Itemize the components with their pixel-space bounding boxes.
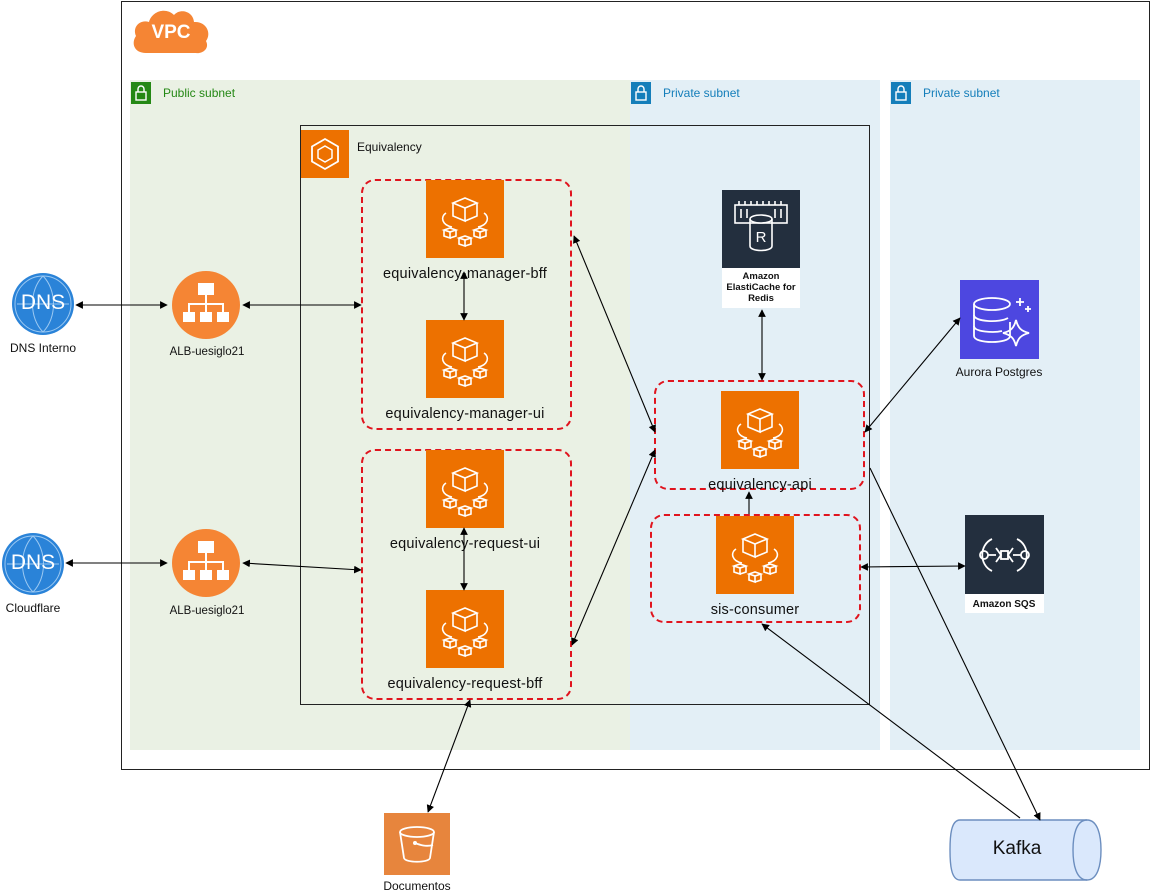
redis-label-line1: Amazon (742, 271, 780, 282)
sqs-label: Amazon SQS (972, 599, 1036, 610)
manager-ui-fargate-icon (426, 320, 504, 403)
cluster-label: Equivalency (357, 140, 422, 154)
vpc-container (121, 1, 1150, 770)
kafka-cylinder-icon (949, 819, 1102, 881)
s3-label: Documentos (383, 879, 451, 893)
public-subnet-lock-icon (131, 82, 151, 104)
conn-api-kafka (869, 467, 1041, 821)
conn-request-s3 (426, 699, 472, 813)
conn-kafka-consumer (761, 623, 1021, 819)
conn-consumer-sqs (860, 562, 966, 571)
redis-label-line3: Redis (748, 293, 774, 304)
redis-icon: R (722, 190, 800, 268)
redis-label-line2: ElastiCache for (726, 282, 796, 293)
consumer-fargate-icon (716, 516, 794, 599)
ecs-cluster-icon (301, 130, 349, 178)
alb-top-icon (171, 270, 241, 340)
svg-text:R: R (756, 229, 767, 246)
alb-bottom-icon (171, 528, 241, 598)
aurora-icon (960, 280, 1039, 359)
private-subnet-a-lock-icon (631, 82, 651, 104)
redis-node: R Amazon ElastiCache for Redis (722, 190, 800, 308)
manager-bff-fargate-icon (426, 180, 504, 263)
private-subnet-b-label: Private subnet (923, 86, 1000, 100)
api-service-group (654, 380, 865, 490)
kafka-node: Kafka (948, 818, 1103, 882)
dns-cloudflare-icon: DNS (1, 532, 65, 596)
public-subnet (130, 80, 630, 750)
conn-alb-bottom-request (242, 559, 362, 574)
private-subnet-a-label: Private subnet (663, 86, 740, 100)
alb-bottom-label: ALB-uesiglo21 (169, 605, 245, 617)
dns-cloudflare-label: Cloudflare (5, 601, 61, 615)
dns-internal-icon-text: DNS (20, 291, 66, 314)
consumer-label: sis-consumer (710, 602, 800, 618)
sqs-icon (965, 515, 1044, 594)
sqs-node: Amazon SQS (965, 515, 1044, 613)
request-bff-label: equivalency-request-bff (387, 676, 543, 692)
request-ui-fargate-icon (426, 450, 504, 533)
conn-api-aurora (864, 317, 961, 433)
request-bff-fargate-icon (426, 590, 504, 673)
public-subnet-label: Public subnet (163, 86, 236, 100)
manager-ui-label: equivalency-manager-ui (385, 406, 545, 422)
vpc-cloud-icon: VPC (130, 3, 212, 57)
dns-internal-icon: DNS (11, 272, 75, 336)
kafka-label: Kafka (992, 838, 1042, 859)
redis-label: Amazon ElastiCache for Redis (716, 271, 806, 304)
aurora-label: Aurora Postgres (955, 365, 1043, 379)
api-fargate-icon (721, 391, 799, 474)
conn-request-api (571, 449, 656, 646)
s3-bucket-icon (384, 813, 450, 875)
dns-internal-label: DNS Interno (9, 341, 77, 355)
alb-top-label: ALB-uesiglo21 (169, 346, 245, 358)
api-label: equivalency-api (708, 477, 812, 493)
private-subnet-b-lock-icon (891, 82, 911, 104)
conn-manager-api (573, 235, 656, 433)
vpc-label: VPC (151, 22, 191, 43)
dns-cloudflare-icon-text: DNS (10, 551, 56, 574)
